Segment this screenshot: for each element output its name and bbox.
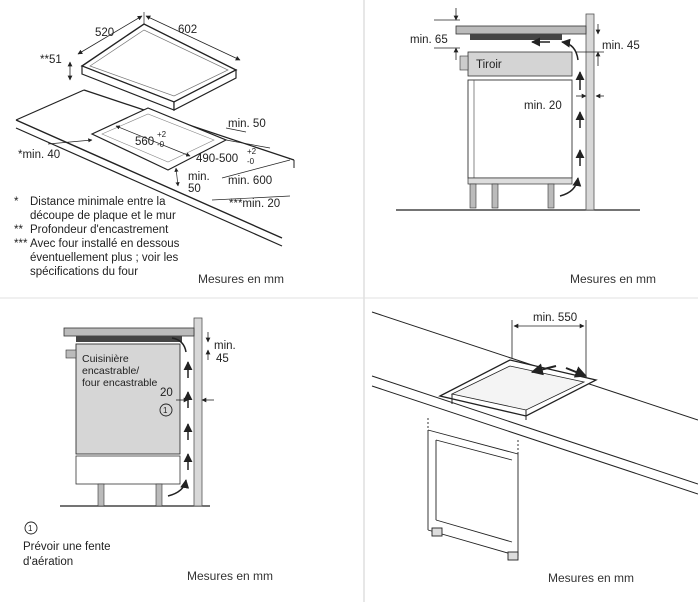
dim-cutout-width-tol-plus: +2: [157, 130, 167, 139]
footnote-2-text: Profondeur d'encastrement: [30, 224, 169, 236]
dim-hob-width: 520: [95, 27, 114, 39]
dim-min-600: min. 600: [228, 175, 272, 187]
legend-line-1: Prévoir une fente: [23, 541, 111, 553]
footnote-3-mark: ***: [14, 238, 28, 250]
hob-dimensions: 520 602 **51: [40, 12, 241, 81]
dim-gap-20: 20: [160, 387, 173, 399]
worktop: [63, 327, 195, 337]
panel-bottom-left: Cuisinière encastrable/ four encastrable…: [23, 317, 273, 583]
legend-number: 1: [28, 524, 33, 533]
drawer-label: Tiroir: [476, 59, 502, 71]
panel-top-left: 520 602 **51 560 +2 -0 490-500 +2 -0 min…: [15, 12, 295, 286]
oven-label-line-2: encastrable/: [82, 365, 139, 377]
cabinet-foot-left: [469, 183, 477, 209]
dim-hob-depth: 602: [178, 24, 197, 36]
dim-cutout-depth: 490-500: [196, 153, 238, 165]
dim-min-65: min. 65: [410, 34, 448, 46]
dim-min-45: min. 45: [602, 40, 640, 52]
airflow-arrows: [531, 37, 585, 197]
footnote-3-text: Avec four installé en dessous éventuelle…: [30, 238, 180, 278]
cabinet-base: [75, 455, 181, 485]
dim-min-50-rear: min. 50: [228, 118, 266, 130]
dim-hob-built-in-depth: **51: [40, 54, 62, 66]
dim-cutout-width: 560: [135, 136, 154, 148]
airflow-arrows: [167, 337, 193, 497]
oven-label-line-1: Cuisinière: [82, 353, 129, 365]
dim-min-front-label: min.: [188, 171, 210, 183]
dim-min-front-value: 50: [188, 183, 201, 195]
footnote-3: *** Avec four installé en dessous éventu…: [14, 237, 204, 279]
footnote-1: * Distance minimale entre la découpe de …: [14, 195, 204, 223]
wall: [585, 13, 595, 211]
caption-top-left: Mesures en mm: [198, 272, 284, 286]
built-in-oven: [75, 343, 181, 455]
dim-min-20: ***min. 20: [229, 198, 280, 210]
footnotes: * Distance minimale entre la découpe de …: [14, 195, 204, 279]
footnote-1-mark: *: [14, 196, 19, 208]
caption-top-right: Mesures en mm: [570, 272, 656, 286]
hob-body: [470, 34, 562, 40]
panel-bottom-right: min. 550 Mesures en mm: [371, 311, 698, 585]
drawer: [467, 51, 573, 77]
cutout-dimensions: 560 +2 -0 490-500 +2 -0 min. 50 *min. 40…: [18, 118, 291, 210]
panel-top-right: Tiroir min. 65 mi: [396, 8, 656, 286]
dim-min-20-gap: min. 20: [524, 100, 562, 112]
cabinet-foot-right: [155, 483, 163, 507]
legend-line-2: d'aération: [23, 556, 73, 568]
dim-min-label: min.: [214, 340, 236, 352]
hob-body: [76, 336, 182, 342]
wall: [193, 317, 203, 507]
footnote-1-text: Distance minimale entre la découpe de pl…: [30, 196, 176, 222]
cabinet: [467, 79, 573, 179]
cabinet-foot-left: [97, 483, 105, 507]
oven-cabinet: [427, 418, 519, 561]
worktop-perspective: [371, 311, 698, 495]
ventilation-callout-number: 1: [163, 406, 168, 415]
oven-label-line-3: four encastrable: [82, 377, 157, 389]
caption-bottom-left: Mesures en mm: [187, 569, 273, 583]
worktop: [455, 25, 587, 35]
dim-min-45: 45: [216, 353, 229, 365]
dim-min-40-side: *min. 40: [18, 149, 60, 161]
airflow-arrows: [530, 363, 588, 378]
top-right-dimensions: [434, 8, 604, 99]
cabinet-foot-right: [547, 183, 555, 209]
bottom-left-dimensions: [159, 332, 214, 417]
dim-cutout-width-tol-minus: -0: [157, 140, 165, 149]
caption-bottom-right: Mesures en mm: [548, 571, 634, 585]
dim-min-550: min. 550: [533, 312, 577, 324]
cabinet-foot-middle: [491, 183, 499, 209]
footnote-2: ** Profondeur d'encastrement: [14, 223, 204, 237]
dim-cutout-depth-tol-plus: +2: [247, 147, 257, 156]
oven-handle: [65, 349, 77, 359]
footnote-2-mark: **: [14, 224, 23, 236]
legend-circle: [24, 521, 38, 535]
dim-cutout-depth-tol-minus: -0: [247, 157, 255, 166]
